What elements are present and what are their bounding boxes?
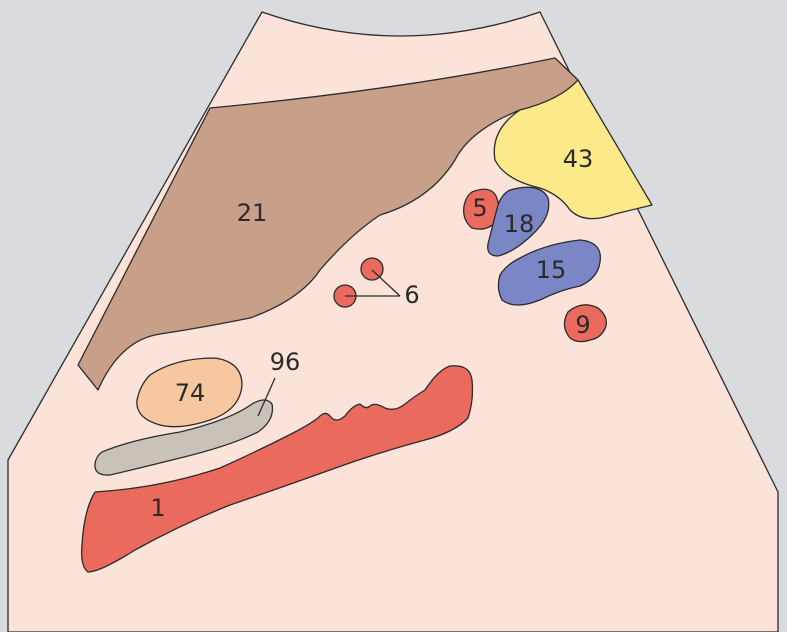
label-9: 9 (575, 311, 590, 339)
label-6: 6 (404, 281, 419, 309)
label-1: 1 (150, 494, 165, 522)
label-15: 15 (536, 256, 567, 284)
label-74: 74 (175, 379, 206, 407)
label-43: 43 (563, 145, 594, 173)
label-21: 21 (237, 199, 268, 227)
label-5: 5 (472, 194, 487, 222)
label-18: 18 (504, 210, 535, 238)
label-96: 96 (270, 348, 301, 376)
